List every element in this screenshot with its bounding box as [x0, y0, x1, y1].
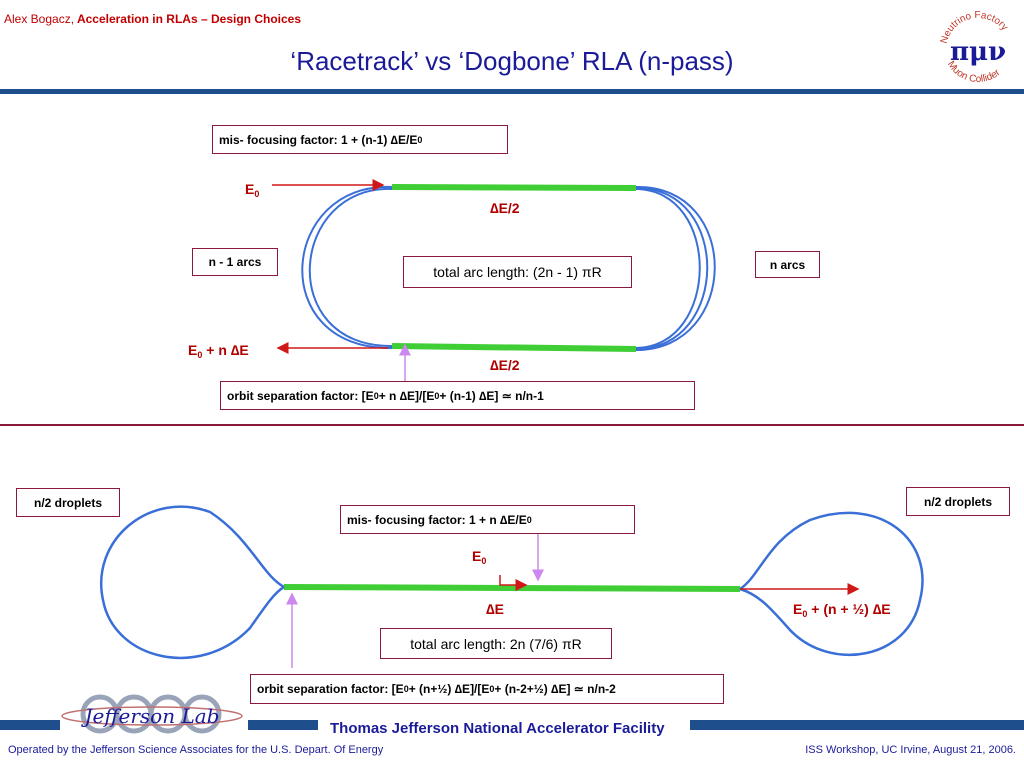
racetrack-left-arcs-box: n - 1 arcs: [192, 248, 278, 276]
orbit-text-part: orbit separation factor: [E: [227, 388, 374, 403]
header-rule: [0, 89, 1024, 94]
dogbone-right-droplets-box: n/2 droplets: [906, 487, 1010, 516]
subscript-zero: 0: [434, 390, 440, 401]
racetrack-linac-top-label: ∆E/2: [490, 200, 520, 216]
subscript-zero: 0: [373, 390, 379, 401]
racetrack-right-arcs: [635, 185, 716, 351]
dogbone-injection-arrow: [499, 575, 528, 591]
footer-band-middle: [248, 720, 318, 730]
dogbone-left-droplet: [100, 505, 285, 660]
dogbone-left-droplets-box: n/2 droplets: [16, 488, 120, 517]
racetrack-exit-energy-label: E0 + n ∆E: [188, 342, 249, 360]
racetrack-linac-bottom: [391, 343, 637, 352]
dogbone-exit-energy-label: E0 + (n + ½) ∆E: [793, 601, 891, 619]
section-divider: [0, 424, 1024, 426]
dogbone-linac-label: ∆E: [486, 601, 504, 617]
orbit-text-part: + (n+½) ∆E]/[E: [408, 682, 490, 696]
orbit-text-part: + (n-1) ∆E] ≃ n/n-1: [439, 388, 544, 403]
subscript-zero: 0: [403, 684, 409, 694]
footer-band: Jefferson Lab: [0, 694, 1024, 734]
jefferson-lab-wordmark: Jefferson Lab: [81, 704, 220, 728]
operator-credit: Operated by the Jefferson Science Associ…: [8, 744, 384, 756]
energy-symbol: E: [245, 181, 255, 197]
racetrack-e0-label: E0: [245, 181, 259, 199]
racetrack-linac-top: [391, 184, 637, 191]
footer-band-right: [690, 720, 1024, 730]
energy-symbol: E: [472, 548, 482, 564]
jefferson-lab-logo: Jefferson Lab: [61, 694, 243, 734]
subscript-zero: 0: [526, 514, 532, 525]
talk-subject: Acceleration in RLAs – Design Choices: [76, 12, 301, 26]
racetrack-linac-bottom-label: ∆E/2: [490, 357, 520, 373]
subscript-zero: 0: [197, 350, 203, 360]
energy-gain-text: + (n + ½) ∆E: [807, 601, 891, 617]
energy-gain-text: + n ∆E: [202, 342, 249, 358]
subscript-zero: 0: [489, 684, 495, 694]
dogbone-e0-label: E0: [472, 548, 486, 566]
racetrack-right-arcs-box: n arcs: [755, 251, 820, 278]
subscript-zero: 0: [802, 609, 808, 619]
orbit-text-part: orbit separation factor: [E: [257, 682, 404, 696]
subscript-zero: 0: [481, 556, 487, 566]
energy-symbol: E: [188, 342, 198, 358]
page-title: ‘Racetrack’ vs ‘Dogbone’ RLA (n-pass): [290, 46, 734, 76]
subscript-zero: 0: [417, 134, 423, 145]
footer-band-left: [0, 720, 60, 730]
dogbone-total-arc-box: total arc length: 2n (7/6) πR: [380, 628, 612, 659]
racetrack-misfocus-text: mis- focusing factor: 1 + (n-1) ∆E/E: [219, 132, 418, 147]
dogbone-linac: [283, 584, 741, 592]
subscript-zero: 0: [254, 189, 260, 199]
energy-symbol: E: [793, 601, 803, 617]
dogbone-right-droplet: [739, 511, 924, 657]
lab-name: Thomas Jefferson National Accelerator Fa…: [330, 720, 665, 737]
racetrack-left-arcs: [301, 185, 393, 350]
neutrino-factory-logo: Neutrino Factory Muon Collider πμν: [939, 10, 1010, 85]
orbit-text-part: + (n-2+½) ∆E] ≃ n/n-2: [494, 682, 616, 696]
event-info: ISS Workshop, UC Irvine, August 21, 2006…: [805, 744, 1016, 756]
racetrack-total-arc-box: total arc length: (2n - 1) πR: [403, 256, 632, 288]
dogbone-misfocus-text: mis- focusing factor: 1 + n ∆E/E: [347, 512, 527, 527]
header-author-line: Alex Bogacz, Acceleration in RLAs – Desi…: [4, 12, 301, 26]
logo-symbol: πμν: [950, 37, 1006, 67]
orbit-text-part: + n ∆E]/[E: [378, 388, 435, 403]
author-name: Alex Bogacz,: [4, 12, 75, 26]
